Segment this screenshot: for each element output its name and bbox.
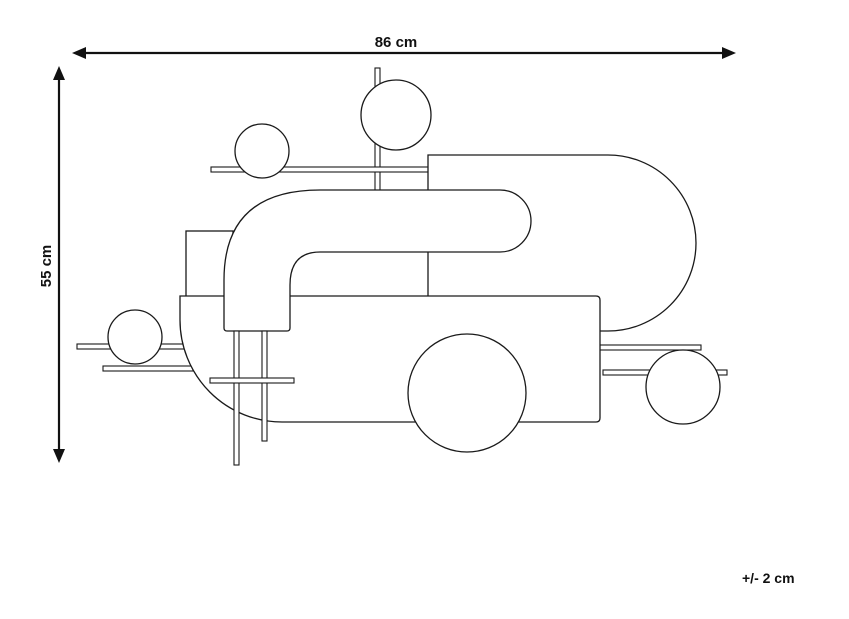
circle-left [107,309,163,365]
circle-top-left [234,123,290,179]
height-label: 55 cm [38,245,55,288]
rod-vertical-left [233,330,240,466]
circle-bottom-center [407,333,527,453]
height-dimension: 55 cm [38,66,65,463]
rod-vertical-right [261,330,268,442]
height-arrow-bottom [53,449,65,463]
width-dimension: 86 cm [72,34,736,59]
curved-pipe [223,189,532,332]
rod-short-horizontal [209,377,295,384]
width-arrow-right [722,47,736,59]
rod-left-lower [102,365,194,372]
rod-right-upper [594,344,702,351]
width-label: 86 cm [375,34,418,51]
height-arrow-top [53,66,65,80]
wall-decor-outline [76,67,728,466]
width-arrow-left [72,47,86,59]
circle-right [645,349,721,425]
circle-top [360,79,432,151]
tolerance-label: +/- 2 cm [742,570,795,586]
